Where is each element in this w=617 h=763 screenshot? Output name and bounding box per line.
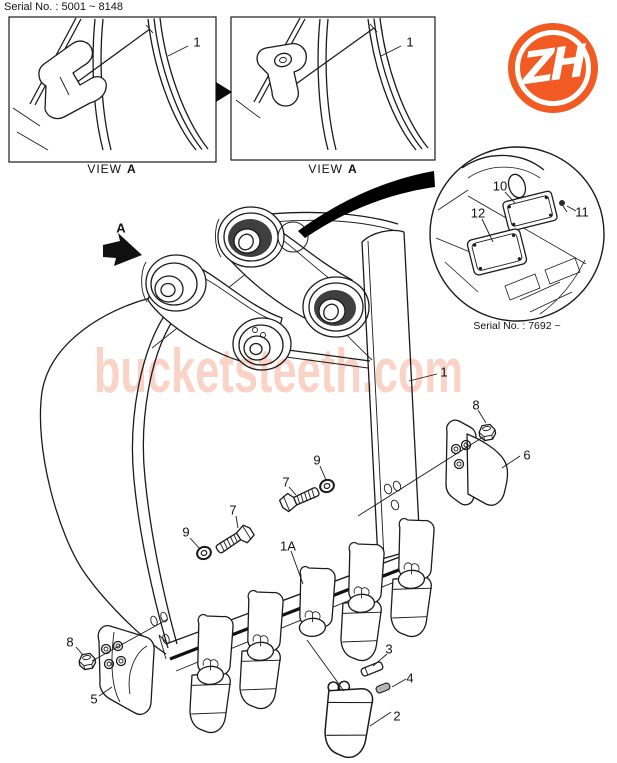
part-label-7-left: 7 xyxy=(229,502,237,518)
part-label-9-left: 9 xyxy=(182,524,190,540)
view-caption-prefix: VIEW xyxy=(87,162,122,176)
side-cutter-left xyxy=(97,625,155,716)
part-label-1a: 1A xyxy=(280,538,296,554)
part-label-8-left: 8 xyxy=(66,634,74,650)
part-label-9-right: 9 xyxy=(313,452,321,468)
view-direction-arrow xyxy=(103,233,142,266)
plate-10 xyxy=(502,190,558,232)
zh-logo-text: ZH xyxy=(522,35,584,96)
part-label-12: 12 xyxy=(470,205,486,221)
tooth-adapter-3 xyxy=(285,562,344,644)
part-label-5: 5 xyxy=(90,691,98,707)
watermark: bucketsteeth.com xyxy=(94,337,464,406)
part-label-10: 10 xyxy=(492,178,508,194)
serial-range-label: Serial No. : 5001 ~ 8148 xyxy=(4,1,123,13)
part-label-6: 6 xyxy=(523,447,531,463)
tooth-assembly-1 xyxy=(179,610,242,736)
part-label-1: 1 xyxy=(440,364,448,380)
view-inset-2 xyxy=(230,16,436,161)
view-caption-letter: A xyxy=(127,162,137,176)
washer-right xyxy=(317,476,337,496)
part-label-7-right: 7 xyxy=(282,474,290,490)
tooth-assembly-5 xyxy=(380,514,443,640)
tooth-assembly-2 xyxy=(229,586,292,712)
hinge-bosses xyxy=(145,206,370,371)
detail-inset-serial: Serial No. : 7692 ~ xyxy=(473,320,561,332)
side-plate xyxy=(361,229,421,561)
part-label-4: 4 xyxy=(406,670,414,686)
part-label-1-view2: 1 xyxy=(406,34,414,50)
zh-logo: ZH xyxy=(508,23,598,113)
view-caption-prefix: VIEW xyxy=(308,162,343,176)
part-label-1-view1: 1 xyxy=(193,34,201,50)
zh-logo-ring xyxy=(515,30,591,106)
view-caption-letter: A xyxy=(348,162,358,176)
view-inset-1 xyxy=(8,16,217,163)
view-inset-1-caption: VIEW A xyxy=(87,162,136,176)
bolt-left xyxy=(212,522,257,559)
nut-left xyxy=(77,652,98,671)
view-inset-pointer-triangle xyxy=(216,82,232,102)
part-label-3: 3 xyxy=(385,641,393,657)
magnifier-source-circle xyxy=(277,221,309,253)
leader-lines xyxy=(75,191,577,727)
zoom-swoosh-arrow xyxy=(298,171,435,238)
part-label-8-right: 8 xyxy=(472,397,480,413)
detail-inset-circle xyxy=(429,146,605,322)
pin-lock xyxy=(375,682,391,694)
plate-12 xyxy=(466,228,528,276)
detached-tooth-point xyxy=(312,679,380,762)
tooth-pin xyxy=(360,661,384,677)
side-cutter-right xyxy=(445,419,509,506)
part-label-11: 11 xyxy=(575,204,589,220)
view-inset-2-caption: VIEW A xyxy=(308,162,357,176)
part-label-2: 2 xyxy=(393,708,401,724)
view-direction-arrow-label: A xyxy=(116,220,126,236)
bolt-11 xyxy=(559,200,568,213)
